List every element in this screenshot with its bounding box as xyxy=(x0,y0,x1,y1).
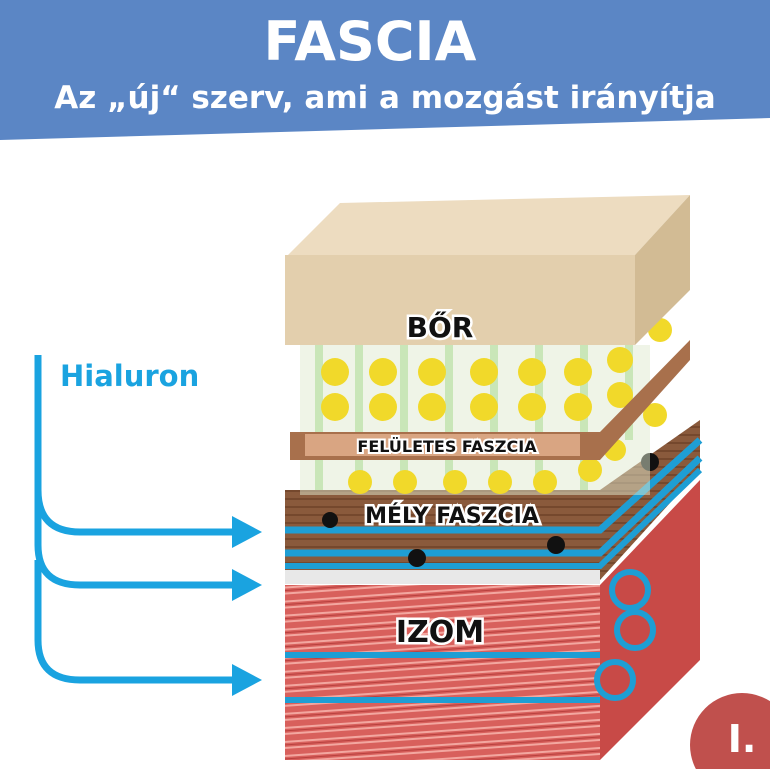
superficial-fascia-label: FELÜLETES FASZCIA xyxy=(357,437,537,456)
page-subtitle: Az „új“ szerv, ami a mozgást irányítja xyxy=(54,80,715,116)
muscle-label: IZOM xyxy=(396,615,484,650)
skin-label: BŐR xyxy=(407,310,474,344)
page-title: FASCIA xyxy=(264,10,477,73)
arrow-heads xyxy=(232,516,262,696)
connective-fibers xyxy=(300,300,672,495)
page-badge xyxy=(690,693,770,769)
muscle-layer xyxy=(285,480,700,760)
page-badge-text: I. xyxy=(728,717,757,761)
deep-fascia-label: MÉLY FASZCIA xyxy=(365,503,539,529)
hyaluron-label: Hialuron xyxy=(60,359,199,393)
skin-layer xyxy=(285,195,690,345)
header-banner xyxy=(0,0,770,140)
hyaluron-arrows xyxy=(34,355,240,684)
